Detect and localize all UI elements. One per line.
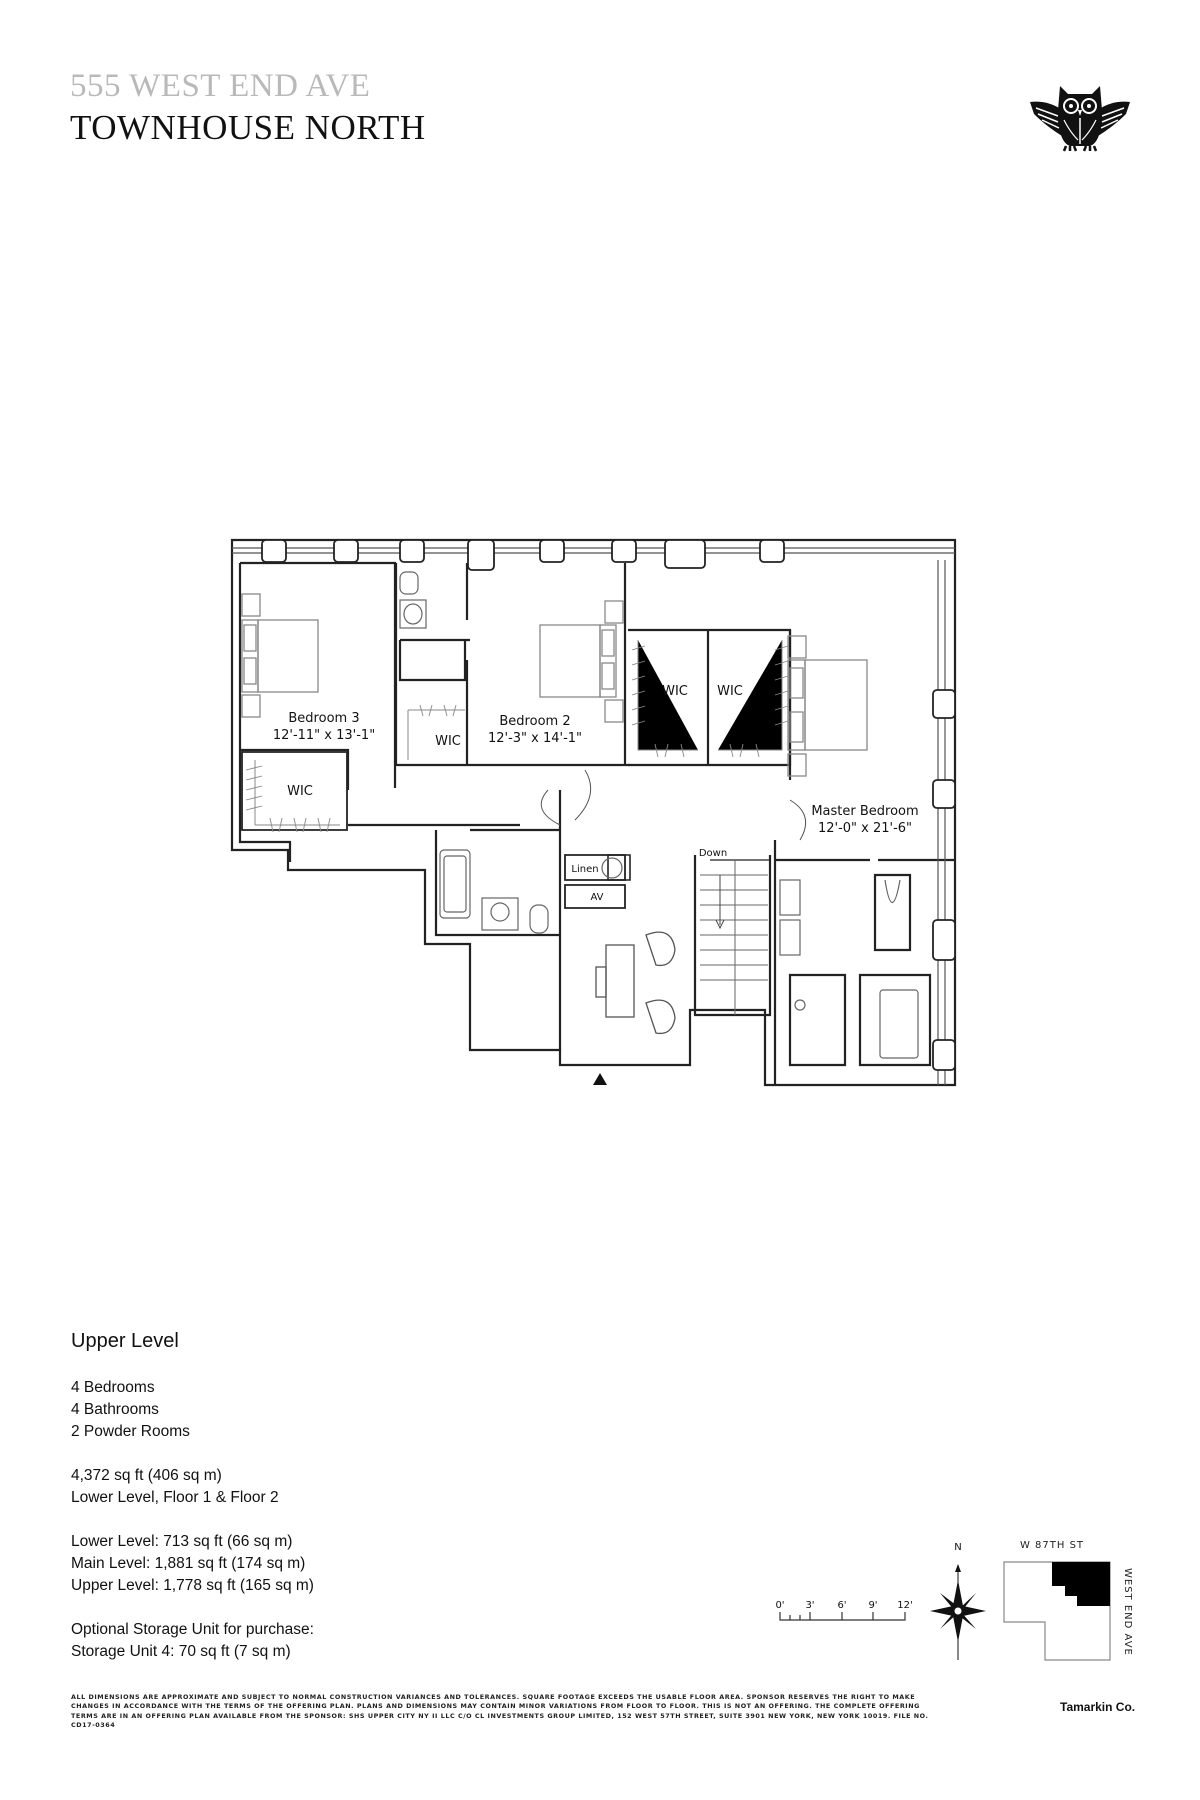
stair-down-label: Down (699, 848, 727, 859)
svg-text:12': 12' (897, 1600, 912, 1611)
feature-list: 4 Bedrooms 4 Bathrooms 2 Powder Rooms (71, 1377, 190, 1443)
feature-item: 2 Powder Rooms (71, 1423, 190, 1440)
total-area: 4,372 sq ft (406 sq m) (71, 1467, 222, 1484)
legend-graphics: 0' 3' 6' 9' 12' N W 87TH ST WEST END AVE (775, 1540, 1133, 1661)
north-label: N (954, 1542, 961, 1553)
wic-label: WIC (435, 734, 461, 749)
wic-label: WIC (717, 684, 743, 699)
scale-bar: 0' 3' 6' 9' 12' (775, 1600, 913, 1621)
wic-label: WIC (662, 684, 688, 699)
svg-text:0': 0' (775, 1600, 784, 1611)
level-areas: Lower Level: 713 sq ft (66 sq m) Main Le… (71, 1531, 314, 1597)
linen-label: Linen (571, 864, 598, 875)
entry-arrow-icon (593, 1073, 607, 1085)
level-area-item: Main Level: 1,881 sq ft (174 sq m) (71, 1555, 306, 1572)
room-dims-bedroom2: 12'-3" x 14'-1" (488, 731, 582, 746)
storage-block: Optional Storage Unit for purchase: Stor… (71, 1619, 314, 1663)
brand-name: Tamarkin Co. (1060, 1700, 1136, 1714)
legal-disclaimer: ALL DIMENSIONS ARE APPROXIMATE AND SUBJE… (71, 1693, 929, 1729)
compass-icon: N (930, 1542, 986, 1660)
unit-title: TOWNHOUSE NORTH (70, 108, 426, 147)
wic-label: WIC (287, 784, 313, 799)
street-label-right: WEST END AVE (1122, 1568, 1133, 1656)
feature-item: 4 Bedrooms (71, 1379, 155, 1396)
street-label-top: W 87TH ST (1020, 1540, 1084, 1551)
level-area-item: Upper Level: 1,778 sq ft (165 sq m) (71, 1577, 314, 1594)
storage-unit: Storage Unit 4: 70 sq ft (7 sq m) (71, 1643, 291, 1660)
room-name-master: Master Bedroom (811, 804, 918, 819)
svg-text:9': 9' (868, 1600, 877, 1611)
level-area-item: Lower Level: 713 sq ft (66 sq m) (71, 1533, 293, 1550)
owl-logo-icon (1030, 86, 1130, 152)
site-plan: W 87TH ST WEST END AVE (1003, 1540, 1133, 1661)
building-address: 555 WEST END AVE (70, 68, 371, 104)
level-heading: Upper Level (71, 1330, 179, 1352)
storage-heading: Optional Storage Unit for purchase: (71, 1621, 314, 1638)
room-name-bedroom2: Bedroom 2 (499, 714, 570, 729)
floors-included: Lower Level, Floor 1 & Floor 2 (71, 1489, 279, 1506)
feature-item: 4 Bathrooms (71, 1401, 159, 1418)
room-name-bedroom3: Bedroom 3 (288, 711, 359, 726)
av-label: AV (590, 892, 603, 903)
svg-text:6': 6' (837, 1600, 846, 1611)
room-dims-bedroom3: 12'-11" x 13'-1" (273, 728, 375, 743)
total-area-block: 4,372 sq ft (406 sq m) Lower Level, Floo… (71, 1465, 279, 1509)
svg-text:3': 3' (805, 1600, 814, 1611)
room-dims-master: 12'-0" x 21'-6" (818, 821, 912, 836)
